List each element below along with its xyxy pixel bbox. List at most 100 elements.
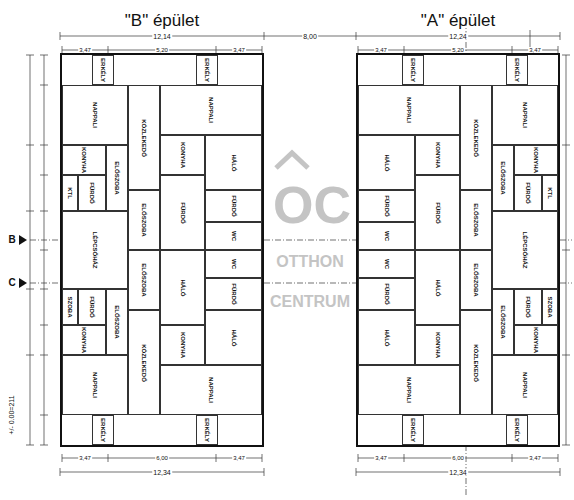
room: ELŐSZOBA	[460, 250, 492, 310]
dimension: 3,47	[374, 455, 388, 461]
room: ERKÉLY	[402, 415, 424, 445]
room: ERKÉLY	[402, 55, 424, 85]
room-label: HÁLÓ	[384, 329, 390, 346]
room-label: WC	[231, 259, 237, 269]
room-label: KONYHA	[533, 327, 539, 353]
room: ERKÉLY	[196, 55, 218, 85]
room: FÜRDŐ	[514, 175, 542, 211]
room-label: FÜRDŐ	[384, 283, 390, 304]
room: ERKÉLY	[506, 55, 528, 85]
room: KONYHA	[415, 325, 460, 365]
room-label: HÁLÓ	[435, 279, 441, 296]
room-label: FÜRDŐ	[384, 195, 390, 216]
room: KÖZLEKEDŐ	[128, 310, 160, 415]
dimension: 6,00	[451, 455, 465, 461]
room-label: ELŐSZOBA	[141, 203, 147, 236]
room-label: KONYHA	[435, 332, 441, 358]
room: HÁLÓ	[358, 310, 415, 365]
room-label: FÜRDŐ	[525, 182, 531, 203]
room-label: ERKÉLY	[100, 418, 106, 442]
room: WC	[358, 250, 415, 278]
room-label: ERKÉLY	[410, 58, 416, 82]
dimension: 3,47	[78, 455, 92, 461]
room: ERKÉLY	[92, 415, 114, 445]
room-label: ERKÉLY	[100, 58, 106, 82]
room-label: HÁLÓ	[384, 154, 390, 171]
dimension: 12,24	[448, 33, 468, 40]
room: HÁLÓ	[160, 250, 205, 325]
room: SZOBA	[62, 289, 78, 325]
room: ELŐSZOBA	[492, 145, 514, 211]
room: NAPPALI	[62, 85, 128, 145]
building-outline: "A" épületERKÉLYNAPPALIKONYHAKTLFÜRDŐELŐ…	[356, 53, 560, 447]
room: NAPPALI	[160, 365, 262, 415]
room: FÜRDŐ	[160, 175, 205, 250]
room: FÜRDŐ	[514, 289, 542, 325]
room: WC	[358, 222, 415, 250]
building-outline: "B" épületERKÉLYNAPPALIKONYHAKTLFÜRDŐELŐ…	[60, 53, 264, 447]
room-label: LÉPCSŐHÁZ	[522, 231, 528, 268]
room: HÁLÓ	[415, 250, 460, 325]
room: ELŐSZOBA	[106, 289, 128, 355]
room-label: KTL	[547, 187, 553, 199]
room: FÜRDŐ	[205, 190, 262, 222]
room: ELŐSZOBA	[460, 190, 492, 250]
room-label: FÜRDŐ	[435, 202, 441, 223]
room-label: KÖZLEKEDŐ	[141, 344, 147, 382]
room-label: KÖZLEKEDŐ	[473, 119, 479, 157]
room-label: ERKÉLY	[410, 418, 416, 442]
dimension: 3,47	[528, 47, 542, 53]
room: KÖZLEKEDŐ	[460, 85, 492, 190]
room: NAPPALI	[62, 355, 128, 415]
room-label: ERKÉLY	[204, 58, 210, 82]
room: FÜRDŐ	[358, 278, 415, 310]
room-label: ELŐSZOBA	[473, 263, 479, 296]
room: NAPPALI	[160, 85, 262, 135]
room: WC	[205, 250, 262, 278]
section-marker: B	[8, 235, 15, 245]
room: HÁLÓ	[205, 310, 262, 365]
section-marker: C	[8, 278, 15, 288]
room: SZOBA	[542, 289, 558, 325]
room: HÁLÓ	[205, 135, 262, 190]
room-label: NAPPALI	[522, 102, 528, 128]
room-label: NAPPALI	[208, 97, 214, 123]
room-label: ERKÉLY	[204, 418, 210, 442]
level-note: +/- 0.00=211	[8, 394, 15, 435]
room: ELŐSZOBA	[128, 190, 160, 250]
dimension: 3,47	[528, 455, 542, 461]
room-label: HÁLÓ	[231, 154, 237, 171]
room-label: NAPPALI	[406, 377, 412, 403]
room: ELŐSZOBA	[492, 289, 514, 355]
room: KONYHA	[62, 145, 106, 175]
room-label: ERKÉLY	[514, 418, 520, 442]
room-label: ELŐSZOBA	[473, 203, 479, 236]
room-label: NAPPALI	[92, 102, 98, 128]
room-label: ERKÉLY	[514, 58, 520, 82]
room: LÉPCSŐHÁZ	[62, 211, 128, 289]
building-heading: "A" épület	[421, 11, 495, 31]
room-label: HÁLÓ	[231, 329, 237, 346]
room: ELŐSZOBA	[106, 145, 128, 211]
watermark-text: OTTHON	[276, 254, 344, 270]
room-label: KÖZLEKEDŐ	[473, 344, 479, 382]
room: ERKÉLY	[506, 415, 528, 445]
dimension: 5,20	[155, 47, 169, 53]
room-label: WC	[384, 231, 390, 241]
room-label: KONYHA	[435, 142, 441, 168]
dimension: 6,00	[155, 455, 169, 461]
room: KTL	[62, 175, 78, 211]
dimension: 3,47	[78, 47, 92, 53]
room: ERKÉLY	[196, 415, 218, 445]
watermark-logo: OC	[273, 179, 351, 231]
dimension: 12,34	[448, 469, 468, 476]
room-label: NAPPALI	[406, 97, 412, 123]
room: KONYHA	[62, 325, 106, 355]
room: KÖZLEKEDŐ	[128, 85, 160, 190]
room: KONYHA	[514, 145, 558, 175]
room: NAPPALI	[358, 365, 460, 415]
room-label: KONYHA	[81, 327, 87, 353]
room: NAPPALI	[492, 355, 558, 415]
room-label: ELŐSZOBA	[141, 263, 147, 296]
